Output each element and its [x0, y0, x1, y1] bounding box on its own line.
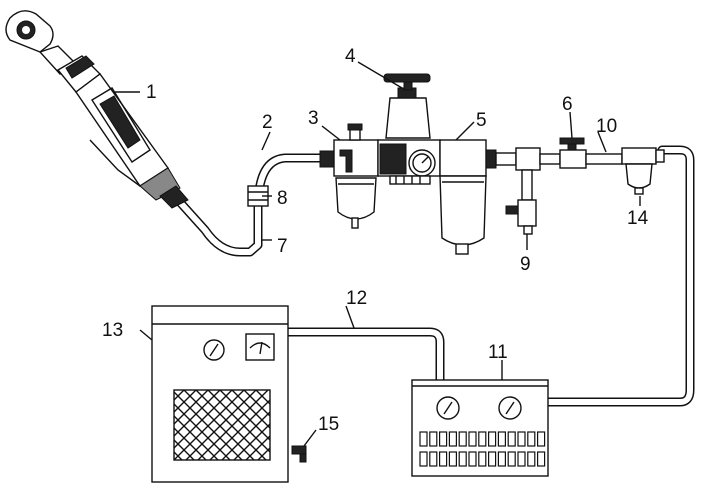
vent-slot — [448, 451, 457, 467]
quick-coupling — [247, 185, 269, 207]
pipe-dryer-to-frl — [543, 145, 695, 407]
vent-slot — [468, 451, 477, 467]
vent-slot — [488, 451, 497, 467]
air-ratchet-tool — [5, 10, 189, 209]
ball-valve — [559, 137, 623, 169]
vent-slot — [478, 451, 487, 467]
vent-slot — [527, 431, 536, 447]
label-10: 10 — [596, 116, 617, 137]
vent-slot — [429, 431, 438, 447]
frl-unit — [319, 73, 561, 255]
vent-slot — [527, 451, 536, 467]
label-5: 5 — [476, 110, 487, 131]
leader-lines — [115, 61, 641, 447]
label-3: 3 — [308, 108, 319, 129]
vent-slot — [448, 431, 457, 447]
vent-slot — [458, 431, 467, 447]
dryer-vents — [419, 431, 546, 467]
label-7: 7 — [277, 236, 288, 257]
drain-valve — [505, 169, 537, 235]
vent-slot — [429, 451, 438, 467]
hose-from-tool — [173, 153, 325, 257]
vent-slot — [507, 451, 516, 467]
vent-slot — [488, 431, 497, 447]
label-12: 12 — [346, 288, 367, 309]
label-1: 1 — [146, 82, 157, 103]
label-2: 2 — [262, 112, 273, 133]
vent-slot — [439, 451, 448, 467]
pipe-receiver-to-dryer — [283, 327, 445, 385]
vent-slot — [497, 431, 506, 447]
air-receiver-unit — [151, 305, 307, 483]
air-dryer-unit — [411, 379, 549, 477]
vent-slot — [419, 451, 428, 467]
label-4: 4 — [345, 46, 356, 67]
vent-slot — [458, 451, 467, 467]
vent-slot — [517, 451, 526, 467]
vent-slot — [468, 431, 477, 447]
inline-filter — [621, 147, 665, 195]
label-8: 8 — [277, 188, 288, 209]
label-9: 9 — [520, 254, 531, 275]
vent-slot — [517, 431, 526, 447]
label-15: 15 — [318, 414, 339, 435]
vent-slot — [439, 431, 448, 447]
vent-slot — [419, 431, 428, 447]
vent-slot — [507, 431, 516, 447]
label-11: 11 — [488, 342, 508, 363]
vent-slot — [536, 431, 546, 447]
label-13: 13 — [102, 320, 123, 341]
vent-slot — [536, 451, 546, 467]
label-6: 6 — [562, 94, 573, 115]
vent-slot — [497, 451, 506, 467]
label-14: 14 — [627, 208, 649, 229]
vent-slot — [478, 431, 487, 447]
